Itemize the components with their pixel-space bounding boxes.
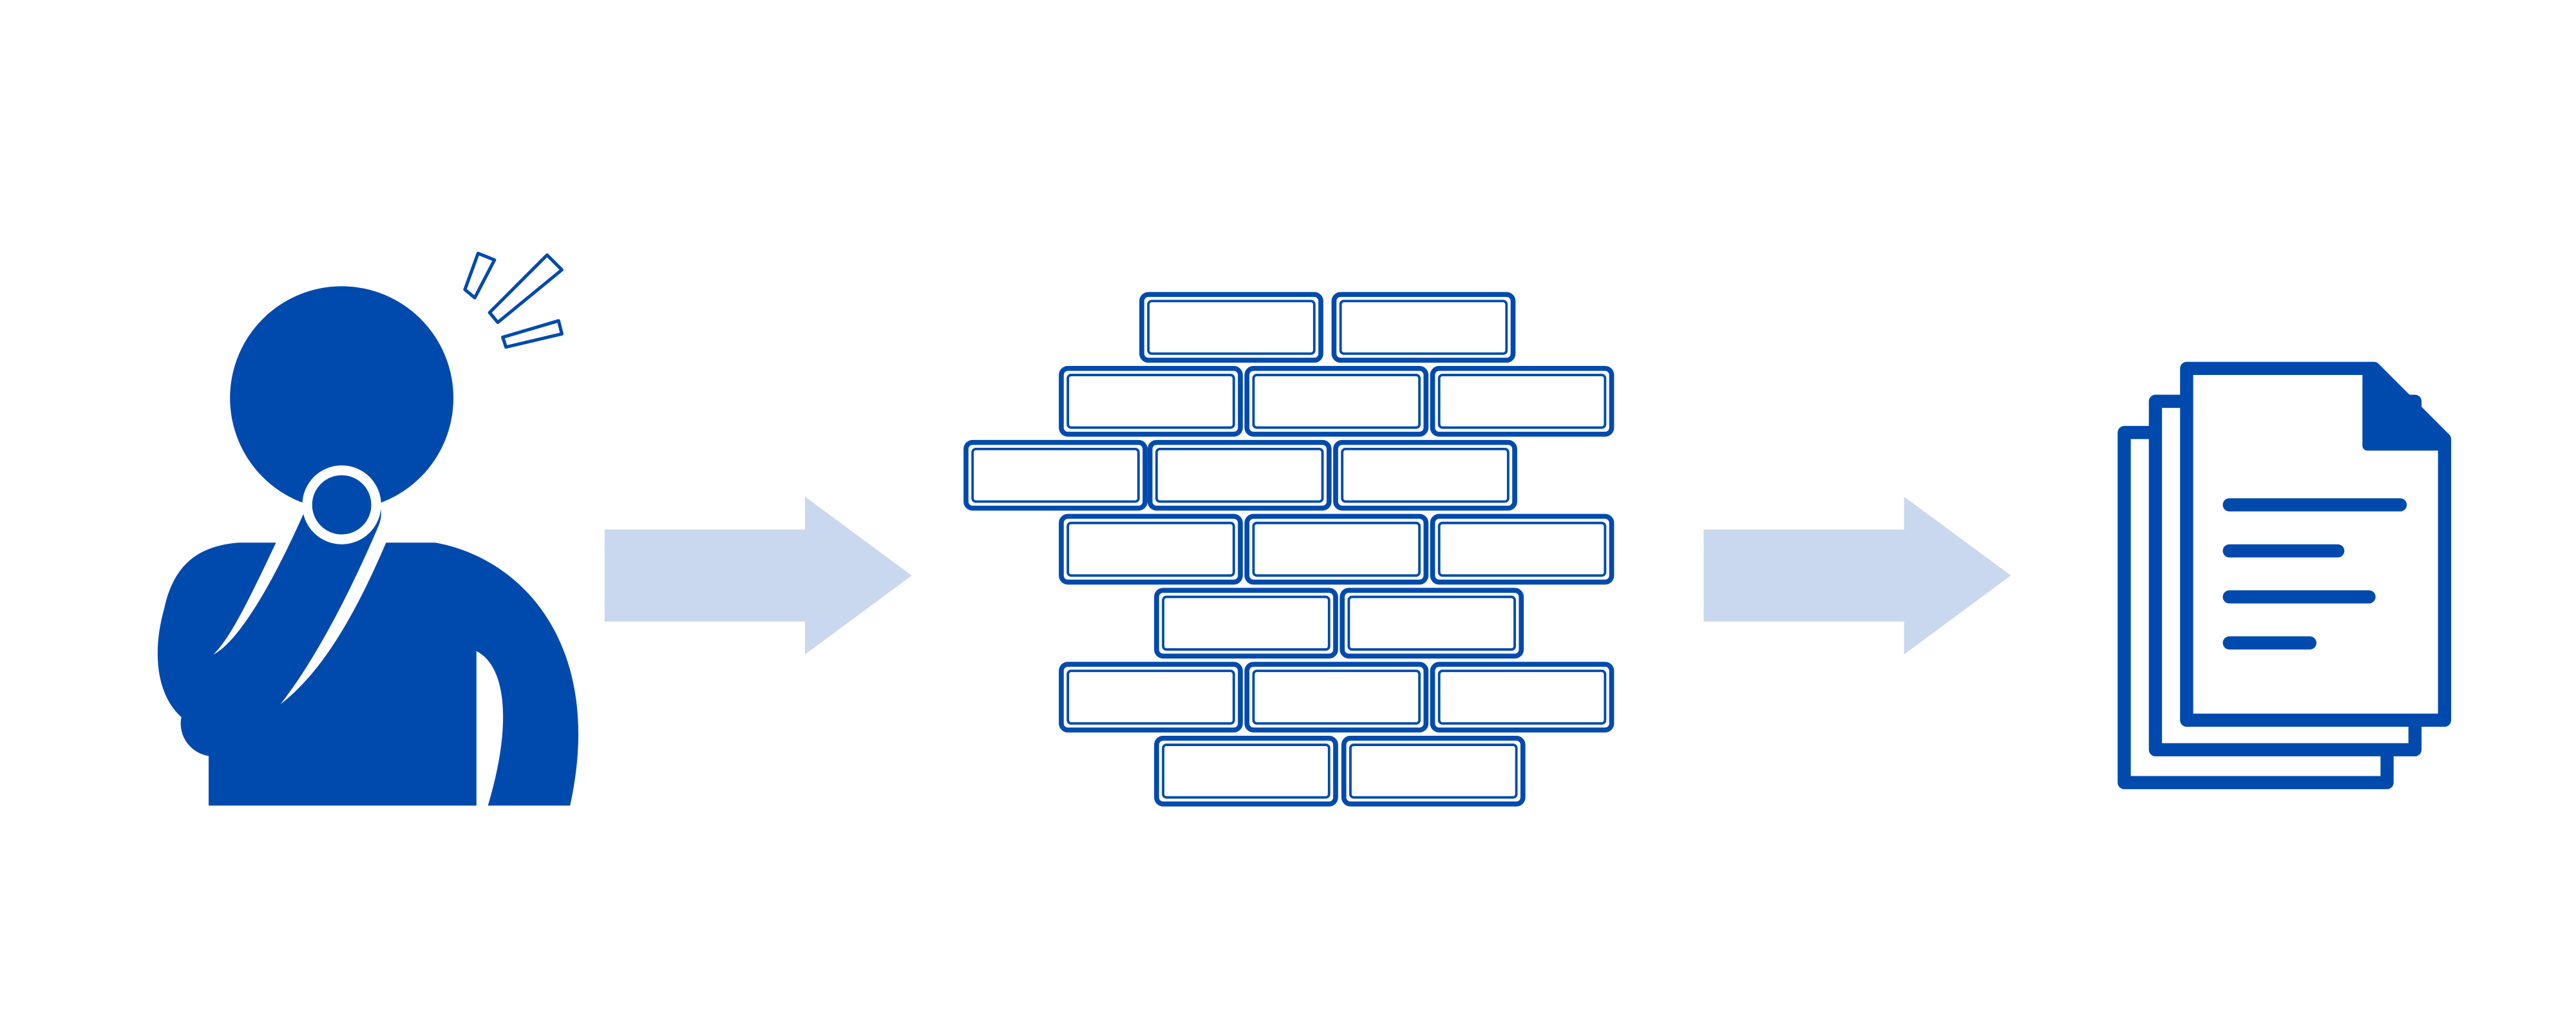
brick-inner-outline	[1349, 743, 1518, 799]
worry-mark	[463, 251, 497, 300]
brick-inner-outline	[1066, 669, 1235, 725]
brick-row	[1059, 366, 1615, 437]
brick	[1340, 588, 1524, 659]
worry-mark	[488, 253, 564, 324]
brick	[1333, 439, 1517, 511]
brick-inner-outline	[1347, 595, 1516, 651]
brick	[1430, 662, 1615, 733]
arrow-shape	[1703, 496, 2011, 655]
right-arrow-icon	[604, 496, 912, 655]
brick	[1244, 513, 1429, 585]
brick-inner-outline	[1162, 595, 1331, 651]
documents-icon	[2117, 361, 2452, 789]
document-text-lines	[2222, 498, 2407, 650]
right-arrow-icon	[1703, 496, 2011, 655]
brick-row	[1154, 736, 1526, 807]
brick-inner-outline	[1437, 669, 1607, 725]
brick-inner-outline	[1252, 521, 1421, 577]
troubled-person-icon	[157, 251, 579, 806]
brick-inner-outline	[1147, 300, 1316, 355]
worry-mark	[501, 319, 564, 349]
document-folded-corner	[2362, 363, 2450, 451]
brick	[1244, 366, 1429, 437]
brick	[1154, 736, 1338, 807]
brick-inner-outline	[1162, 743, 1331, 799]
person-raised-arm	[189, 488, 374, 749]
brick-row	[963, 439, 1517, 511]
brick-inner-outline	[1155, 447, 1324, 503]
brick	[1331, 292, 1516, 363]
brick	[1244, 662, 1429, 733]
arrow-shape	[604, 496, 912, 655]
brick-inner-outline	[1341, 447, 1510, 503]
brick-row	[1139, 292, 1516, 363]
brick-inner-outline	[1066, 374, 1235, 429]
worry-marks-icon	[463, 251, 564, 349]
brick	[1059, 662, 1243, 733]
brick-inner-outline	[971, 447, 1140, 503]
person-hand	[312, 475, 372, 535]
brick-inner-outline	[1437, 521, 1607, 577]
brick-row	[1059, 662, 1615, 733]
brick-row	[1059, 513, 1615, 585]
brick	[1341, 736, 1526, 807]
brick	[1139, 292, 1323, 363]
brick-inner-outline	[1252, 669, 1421, 725]
brick	[1154, 588, 1338, 659]
brick	[1147, 439, 1332, 511]
person-torso	[208, 542, 579, 806]
brick-row	[1154, 588, 1524, 659]
brick	[1059, 513, 1243, 585]
brick-inner-outline	[1066, 521, 1235, 577]
brick-inner-outline	[1252, 374, 1421, 429]
brick-inner-outline	[1339, 300, 1508, 355]
brick	[1430, 513, 1615, 585]
brick	[1430, 366, 1615, 437]
brick	[963, 439, 1148, 511]
brick	[1059, 366, 1243, 437]
brick-inner-outline	[1437, 374, 1607, 429]
person-head	[230, 286, 454, 510]
brick-wall-icon	[963, 292, 1615, 807]
